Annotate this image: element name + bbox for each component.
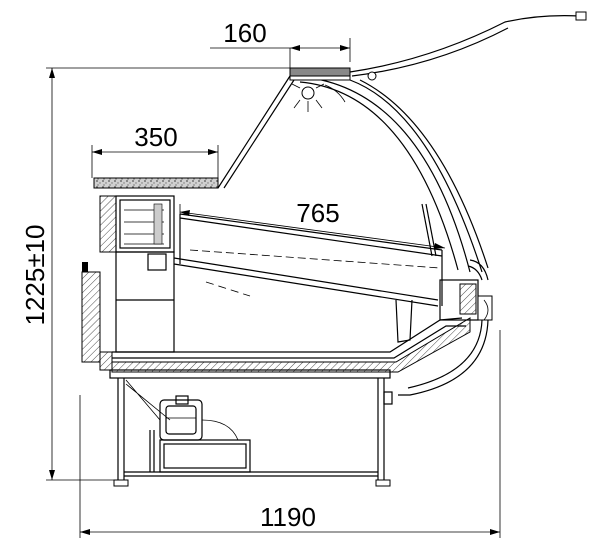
refrigeration-unit (149, 395, 251, 473)
dimension-shelf-depth-label: 765 (296, 198, 339, 228)
adjustable-feet (113, 479, 391, 487)
rear-wall-insulation (81, 195, 117, 371)
dimension-height-label: 1225±10 (20, 224, 50, 325)
dimension-shelf-depth: 765 (179, 198, 446, 249)
dimension-total-width: 1190 (79, 330, 501, 538)
dimension-counter-depth: 350 (91, 122, 219, 178)
top-lamp-housing (289, 67, 351, 112)
dimension-total-width-label: 1190 (260, 502, 316, 532)
display-shelf (173, 203, 443, 307)
base-frame (109, 369, 393, 480)
front-evaporator (439, 259, 493, 321)
interior-well (111, 299, 471, 373)
rear-lid-arm (349, 11, 587, 81)
counter-top (93, 177, 219, 189)
dimension-top-opening-label: 160 (223, 18, 266, 48)
dimension-counter-depth-label: 350 (134, 122, 177, 152)
dimension-top-opening: 160 (210, 18, 351, 70)
front-curved-panel (398, 319, 489, 396)
rear-storage-module (115, 195, 175, 353)
dimension-height: 1225±10 (20, 67, 300, 481)
